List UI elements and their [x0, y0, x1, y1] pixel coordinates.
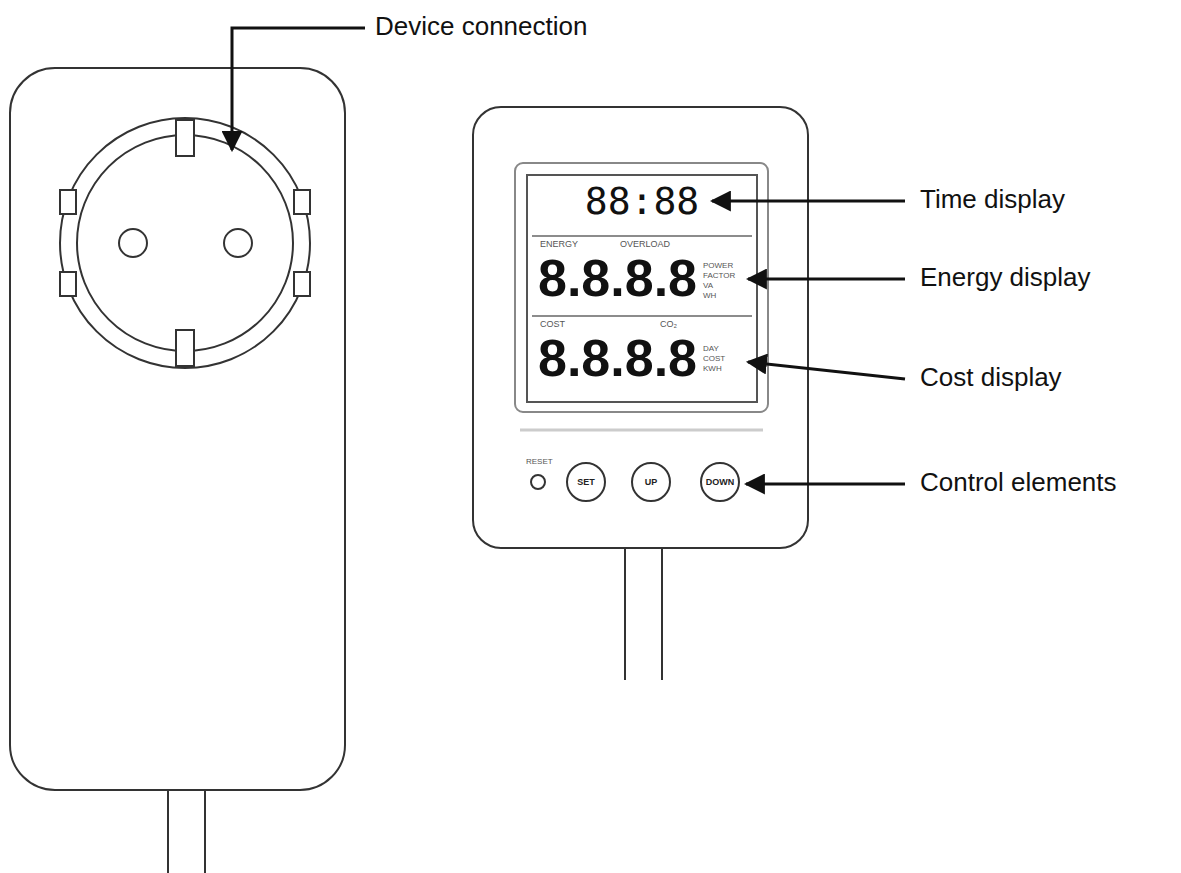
- callout-label: Control elements: [920, 468, 1117, 497]
- lcd-unit: FACTOR: [703, 272, 735, 281]
- button-label: SET: [577, 477, 595, 487]
- plug-device: [10, 68, 345, 873]
- lcd-unit: COST: [703, 355, 725, 364]
- control-button: DOWN: [700, 462, 740, 502]
- callout-label: Cost display: [920, 363, 1062, 392]
- lcd-digits: 88:88: [585, 181, 699, 223]
- lcd-unit: WH: [703, 292, 716, 301]
- lcd-unit: POWER: [703, 262, 733, 271]
- callout-label: Device connection: [375, 12, 587, 41]
- lcd-unit: DAY: [703, 345, 719, 354]
- lcd-indicator: COST: [540, 320, 565, 330]
- lcd-digits: 8.8.8.8: [538, 330, 697, 387]
- lcd-unit: VA: [703, 282, 713, 291]
- callout-label: Energy display: [920, 263, 1091, 292]
- callout-label: Time display: [920, 185, 1065, 214]
- display-unit: [473, 107, 808, 680]
- lcd-indicator: CO₂: [660, 320, 677, 330]
- lcd-unit: KWH: [703, 365, 722, 374]
- leader-arrow: [232, 28, 905, 484]
- control-button: SET: [566, 462, 606, 502]
- button-label: RESET: [526, 458, 553, 467]
- lcd-indicator: ENERGY: [540, 240, 578, 250]
- button-label: DOWN: [706, 477, 735, 487]
- lcd-indicator: OVERLOAD: [620, 240, 670, 250]
- control-button: UP: [631, 462, 671, 502]
- button-label: UP: [645, 477, 658, 487]
- lcd-digits: 8.8.8.8: [538, 250, 697, 307]
